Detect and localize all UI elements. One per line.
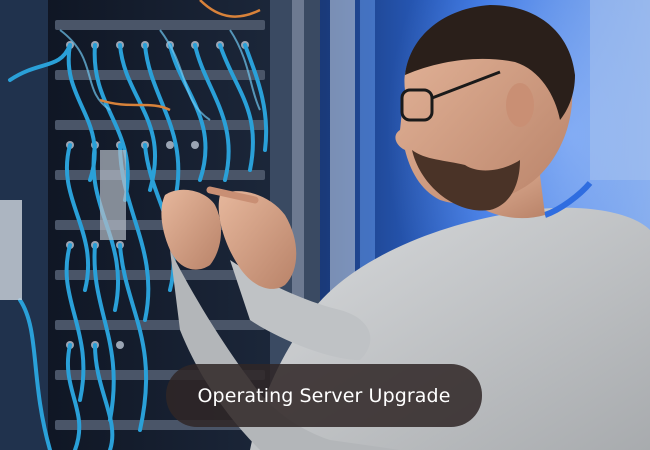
rack-frame	[330, 0, 355, 300]
caption-text: Operating Server Upgrade	[197, 384, 451, 407]
caption-pill: Operating Server Upgrade	[166, 364, 482, 427]
